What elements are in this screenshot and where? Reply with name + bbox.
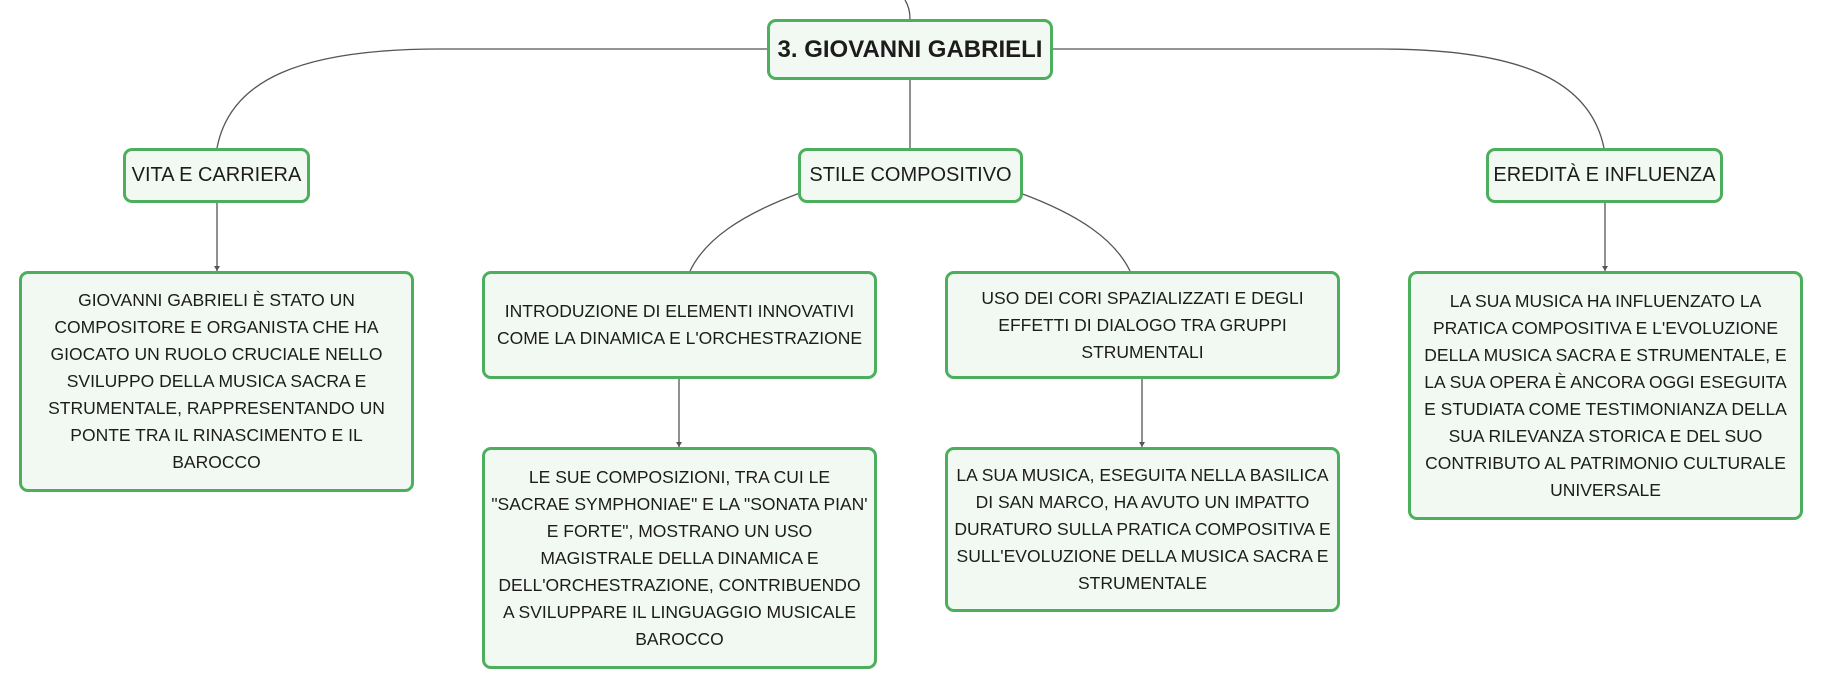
central-topic-node[interactable]: 3. GIOVANNI GABRIELI <box>767 19 1053 80</box>
arrowhead-basilica <box>1139 442 1145 447</box>
topic-label: STILE COMPOSITIVO <box>809 164 1012 186</box>
subtopic-text: LE SUE COMPOSIZIONI, TRA CUI LE "SACRAE … <box>491 466 868 649</box>
connector-parent-to-root <box>904 0 911 20</box>
topic-label: VITA E CARRIERA <box>131 164 302 186</box>
subtopic-text: USO DEI CORI SPAZIALIZZATI E DEGLI EFFET… <box>981 287 1304 362</box>
subtopic-text: INTRODUZIONE DI ELEMENTI INNOVATIVI COME… <box>496 301 863 348</box>
connector-root-to-eredita <box>1053 48 1605 149</box>
central-topic-label: 3. GIOVANNI GABRIELI <box>777 35 1043 63</box>
topic-vita-e-carriera[interactable]: VITA E CARRIERA <box>123 148 310 203</box>
connector-root-to-vita <box>216 48 767 149</box>
subtopic-text: LA SUA MUSICA HA INFLUENZATO LA PRATICA … <box>1424 290 1787 500</box>
topic-stile-compositivo[interactable]: STILE COMPOSITIVO <box>798 148 1023 203</box>
subtopic-text: LA SUA MUSICA, ESEGUITA NELLA BASILICA D… <box>954 465 1331 593</box>
subtopic-text: GIOVANNI GABRIELI È STATO UN COMPOSITORE… <box>48 290 385 472</box>
topic-eredita-e-influenza[interactable]: EREDITÀ E INFLUENZA <box>1486 148 1723 203</box>
subtopic-innovazione[interactable]: INTRODUZIONE DI ELEMENTI INNOVATIVI COME… <box>482 271 877 379</box>
subtopic-cori-spazializzati[interactable]: USO DEI CORI SPAZIALIZZATI E DEGLI EFFET… <box>945 271 1340 379</box>
connector-stile-to-innovazione <box>689 192 801 272</box>
arrowhead-eredita-desc <box>1602 266 1608 271</box>
subtopic-composizioni[interactable]: LE SUE COMPOSIZIONI, TRA CUI LE "SACRAE … <box>482 447 877 669</box>
subtopic-eredita-description[interactable]: LA SUA MUSICA HA INFLUENZATO LA PRATICA … <box>1408 271 1803 520</box>
arrowhead-composizioni <box>676 442 682 447</box>
subtopic-vita-description[interactable]: GIOVANNI GABRIELI È STATO UN COMPOSITORE… <box>19 271 414 492</box>
topic-label: EREDITÀ E INFLUENZA <box>1493 164 1716 186</box>
subtopic-basilica-san-marco[interactable]: LA SUA MUSICA, ESEGUITA NELLA BASILICA D… <box>945 447 1340 612</box>
connector-stile-to-cori <box>1019 192 1131 272</box>
arrowhead-vita-desc <box>214 266 220 271</box>
